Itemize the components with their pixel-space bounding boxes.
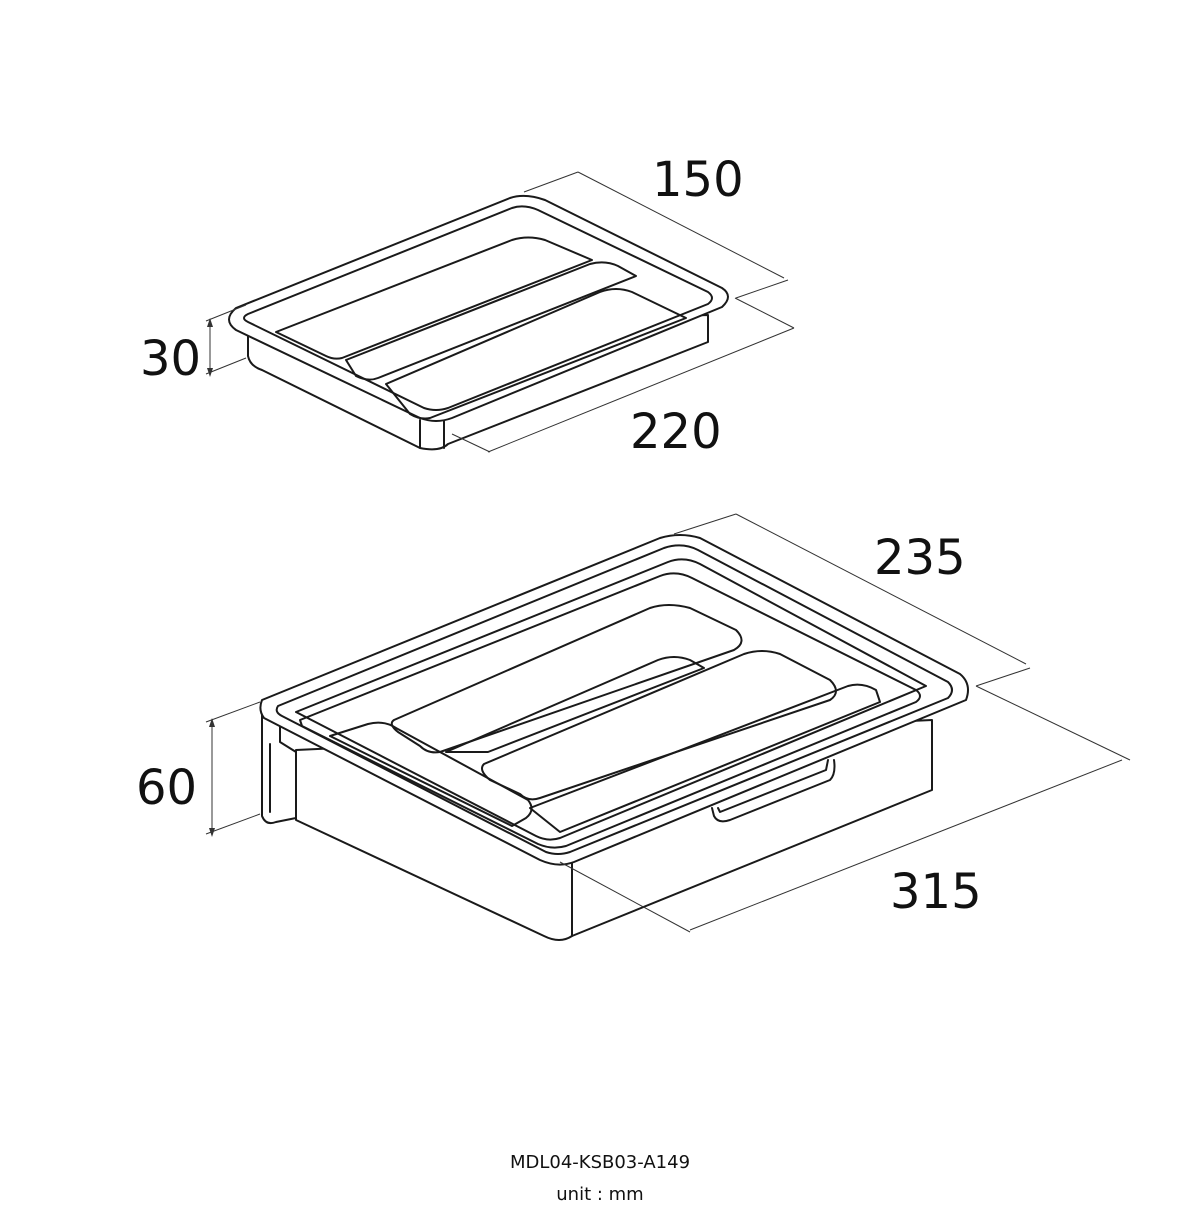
large-tray-compartment-1 bbox=[329, 721, 533, 827]
large-tray-drawing bbox=[259, 534, 969, 941]
small-tray-compartment-right bbox=[385, 288, 687, 420]
large-tray-compartment-3 bbox=[445, 656, 705, 753]
large-tray-depth-label: 315 bbox=[890, 864, 982, 920]
small-tray-compartment-middle bbox=[345, 261, 637, 381]
large-tray-frame bbox=[259, 534, 969, 866]
small-tray-height-label: 30 bbox=[140, 331, 201, 387]
small-tray-drawing bbox=[228, 194, 729, 451]
small-tray-depth-label: 220 bbox=[630, 404, 722, 460]
large-tray-compartment-4 bbox=[481, 650, 837, 801]
unit-label: unit : mm bbox=[556, 1184, 644, 1205]
model-code: MDL04-KSB03-A149 bbox=[509, 1152, 691, 1173]
small-tray-dimension-lines bbox=[205, 171, 795, 453]
large-tray-compartment-5 bbox=[529, 683, 881, 833]
large-tray-compartment-2 bbox=[390, 604, 743, 754]
small-tray-compartment-left bbox=[275, 236, 593, 360]
large-tray-length-label: 235 bbox=[874, 530, 966, 586]
large-tray-height-label: 60 bbox=[136, 760, 197, 816]
small-tray-length-label: 150 bbox=[652, 152, 744, 208]
large-tray-dimension-lines bbox=[205, 513, 1131, 933]
large-tray-handle bbox=[711, 759, 836, 823]
